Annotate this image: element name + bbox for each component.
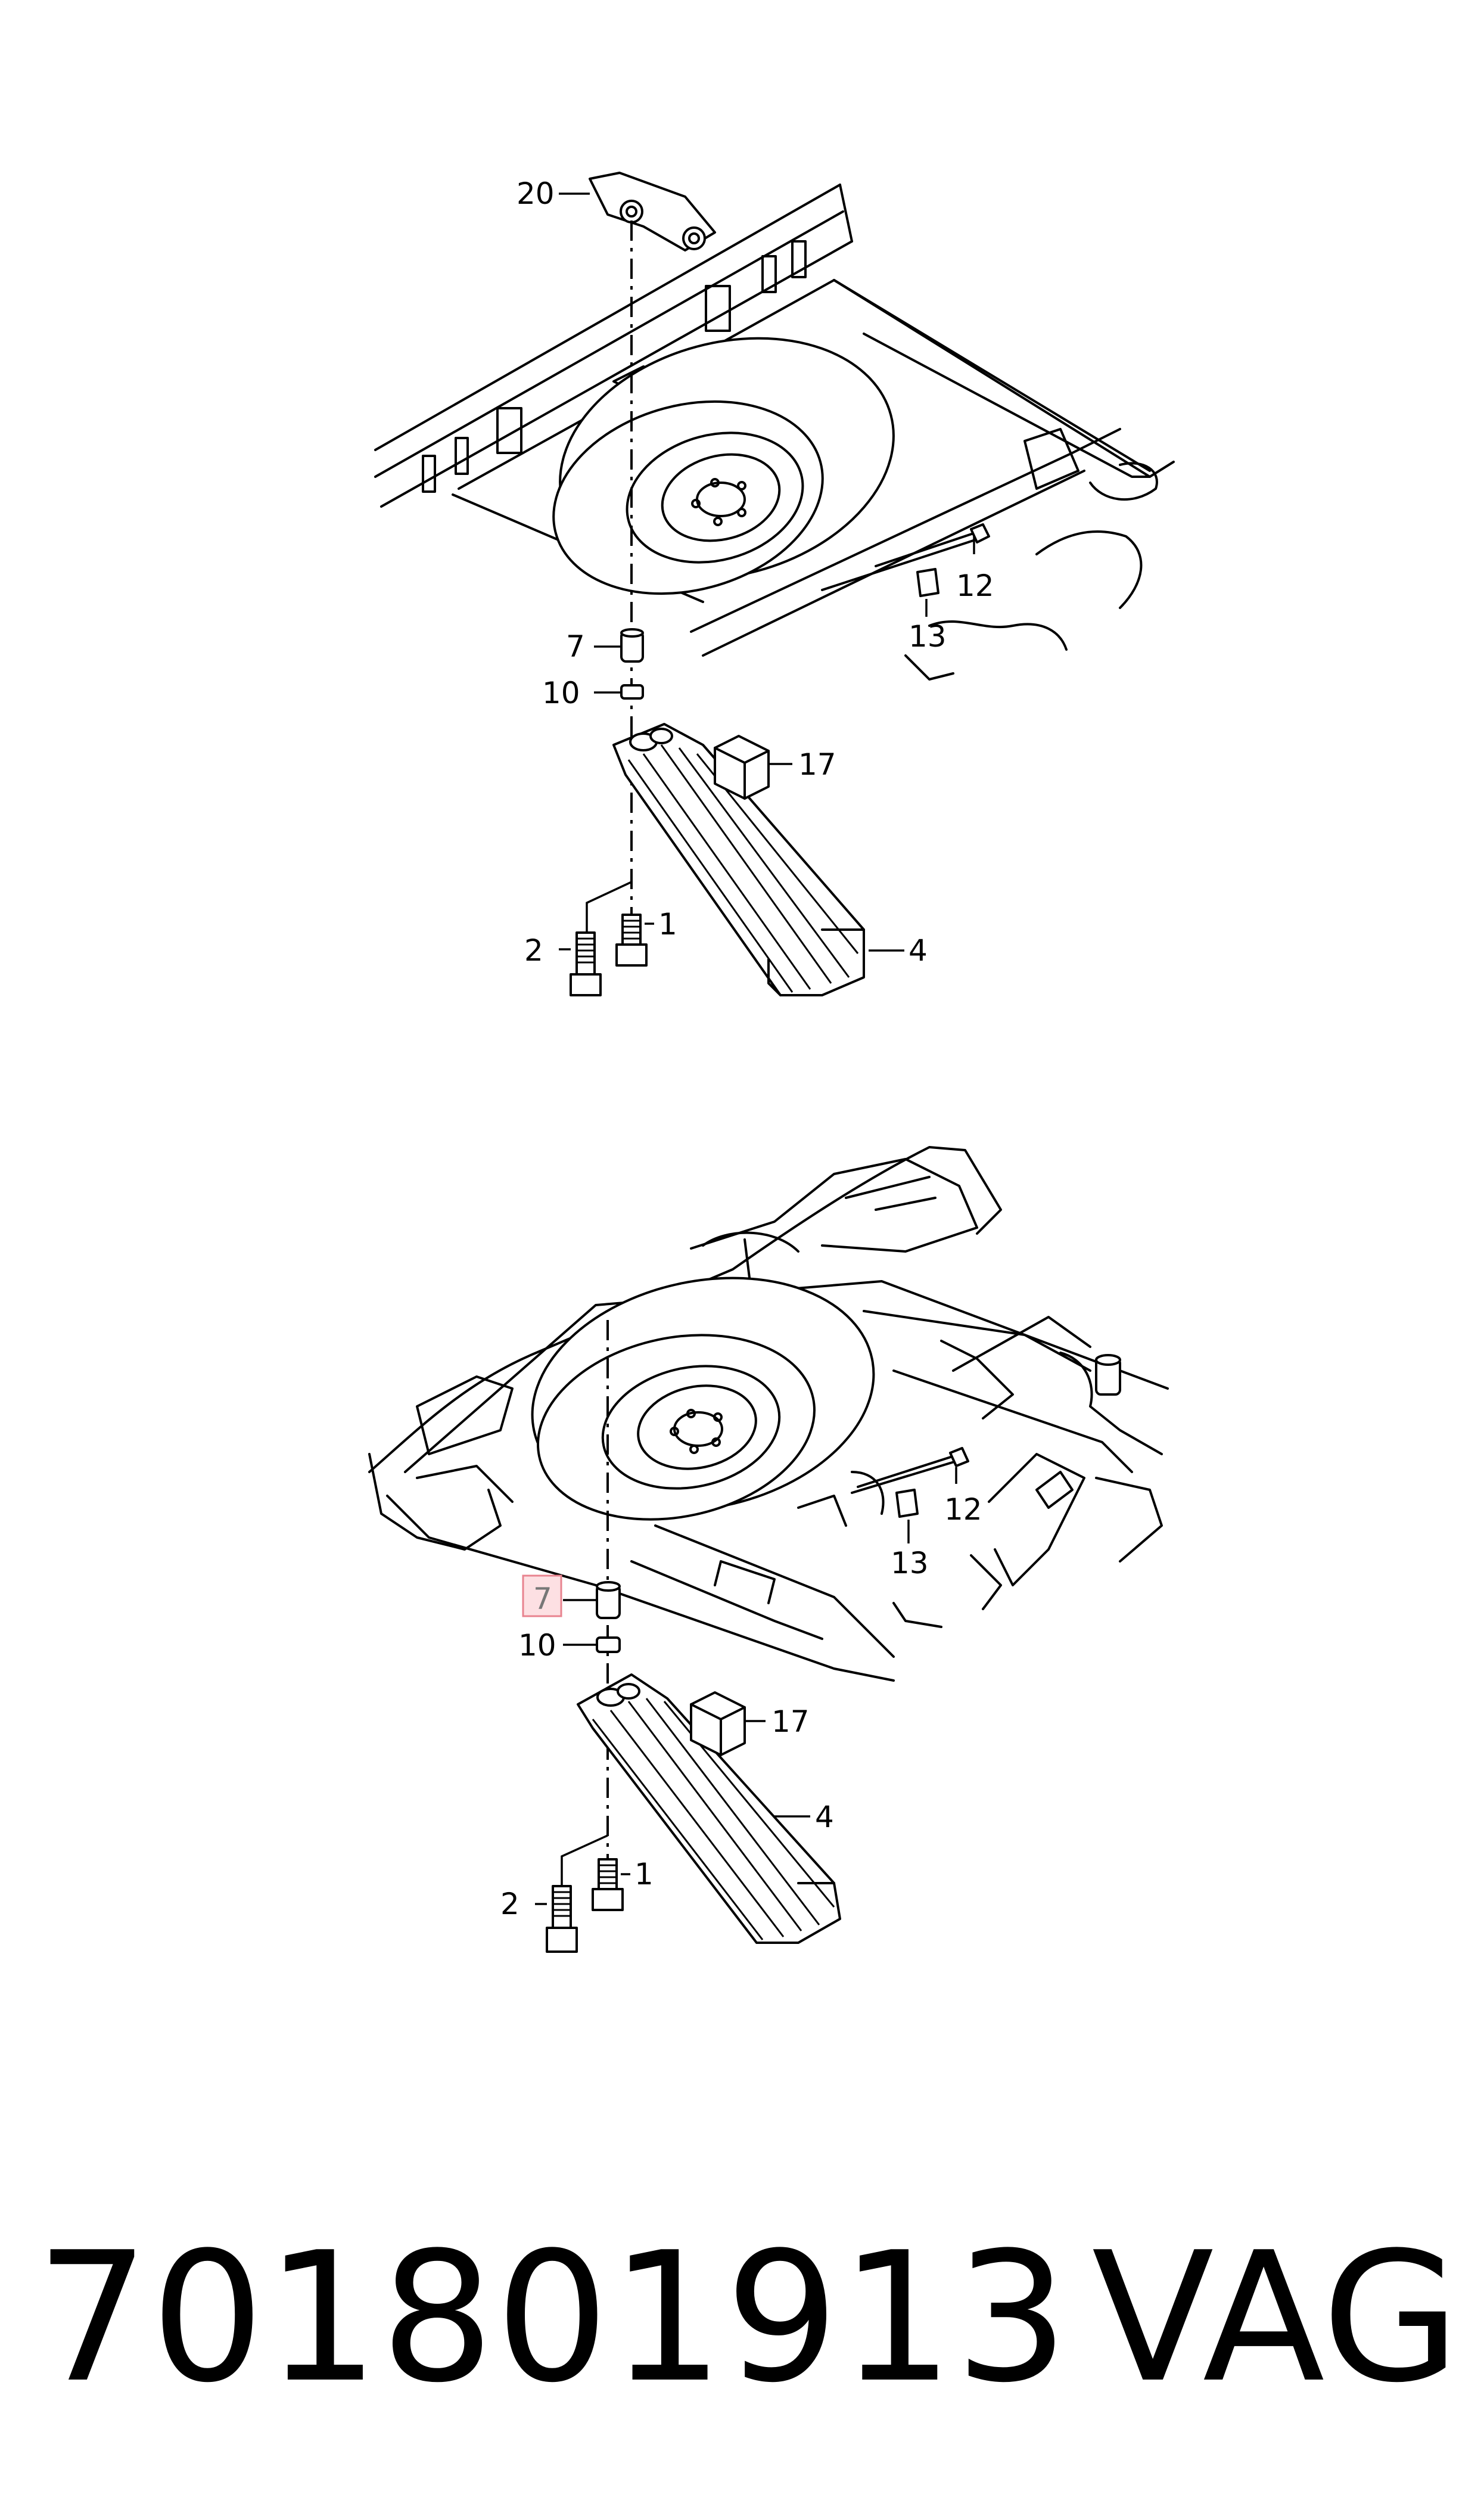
part-number: 701801913: [36, 2214, 1070, 2422]
bottom-label-12: 12: [944, 1492, 982, 1527]
top-item-20-bracket: [589, 172, 716, 251]
bottom-view-assembly: 12 13 7 10 17 1 2 4: [368, 1146, 1169, 1953]
bottom-spare-wheel: [531, 1276, 875, 1521]
bottom-item-4-carrier: [577, 1673, 841, 1944]
top-view-assembly: 20 12 13 7 10 17 1 2 4: [374, 172, 1175, 996]
highlight-box-item-7: [522, 1574, 562, 1617]
bottom-label-17: 17: [771, 1704, 810, 1739]
bottom-label-4: 4: [815, 1800, 834, 1834]
bottom-crank-rod: [851, 1447, 969, 1518]
bottom-label-1: 1: [634, 1857, 654, 1891]
parts-diagram: 20 12 13 7 10 17 1 2 4: [368, 172, 1175, 1953]
bottom-label-2: 2: [500, 1887, 519, 1921]
bottom-label-7: 7: [533, 1582, 552, 1616]
top-label-1: 1: [658, 907, 677, 942]
top-label-13: 13: [909, 619, 947, 654]
bottom-item-10-washer: [596, 1636, 621, 1653]
bottom-item-2-bolt: [546, 1885, 578, 1953]
top-item-4-carrier: [612, 723, 865, 996]
top-crank-rod: [821, 523, 990, 597]
top-item-10-washer: [620, 684, 644, 700]
top-leader-lines: [559, 192, 975, 952]
top-label-17: 17: [798, 747, 836, 782]
top-label-20: 20: [517, 176, 555, 211]
top-label-12: 12: [956, 569, 994, 603]
bottom-label-10: 10: [518, 1628, 556, 1663]
bottom-item-7-bush: [596, 1581, 621, 1619]
top-label-2: 2: [524, 933, 543, 968]
top-item-7-bush: [620, 628, 644, 663]
top-label-7: 7: [566, 629, 585, 664]
footer-caption: 701801913 VAG: [0, 2199, 1484, 2437]
brand-name: VAG: [1091, 2214, 1460, 2422]
top-item-2-bolt: [570, 931, 602, 996]
bottom-item-1-bolt: [592, 1858, 624, 1911]
top-label-10: 10: [542, 676, 580, 710]
top-spare-wheel: [552, 337, 895, 595]
bottom-label-13: 13: [891, 1546, 929, 1580]
bottom-item-17-clip: [690, 1691, 746, 1756]
top-label-4: 4: [909, 933, 928, 968]
top-item-1-bolt: [615, 914, 648, 967]
top-item-17-clip: [714, 735, 770, 800]
bottom-leader-lines: [535, 1467, 957, 1905]
